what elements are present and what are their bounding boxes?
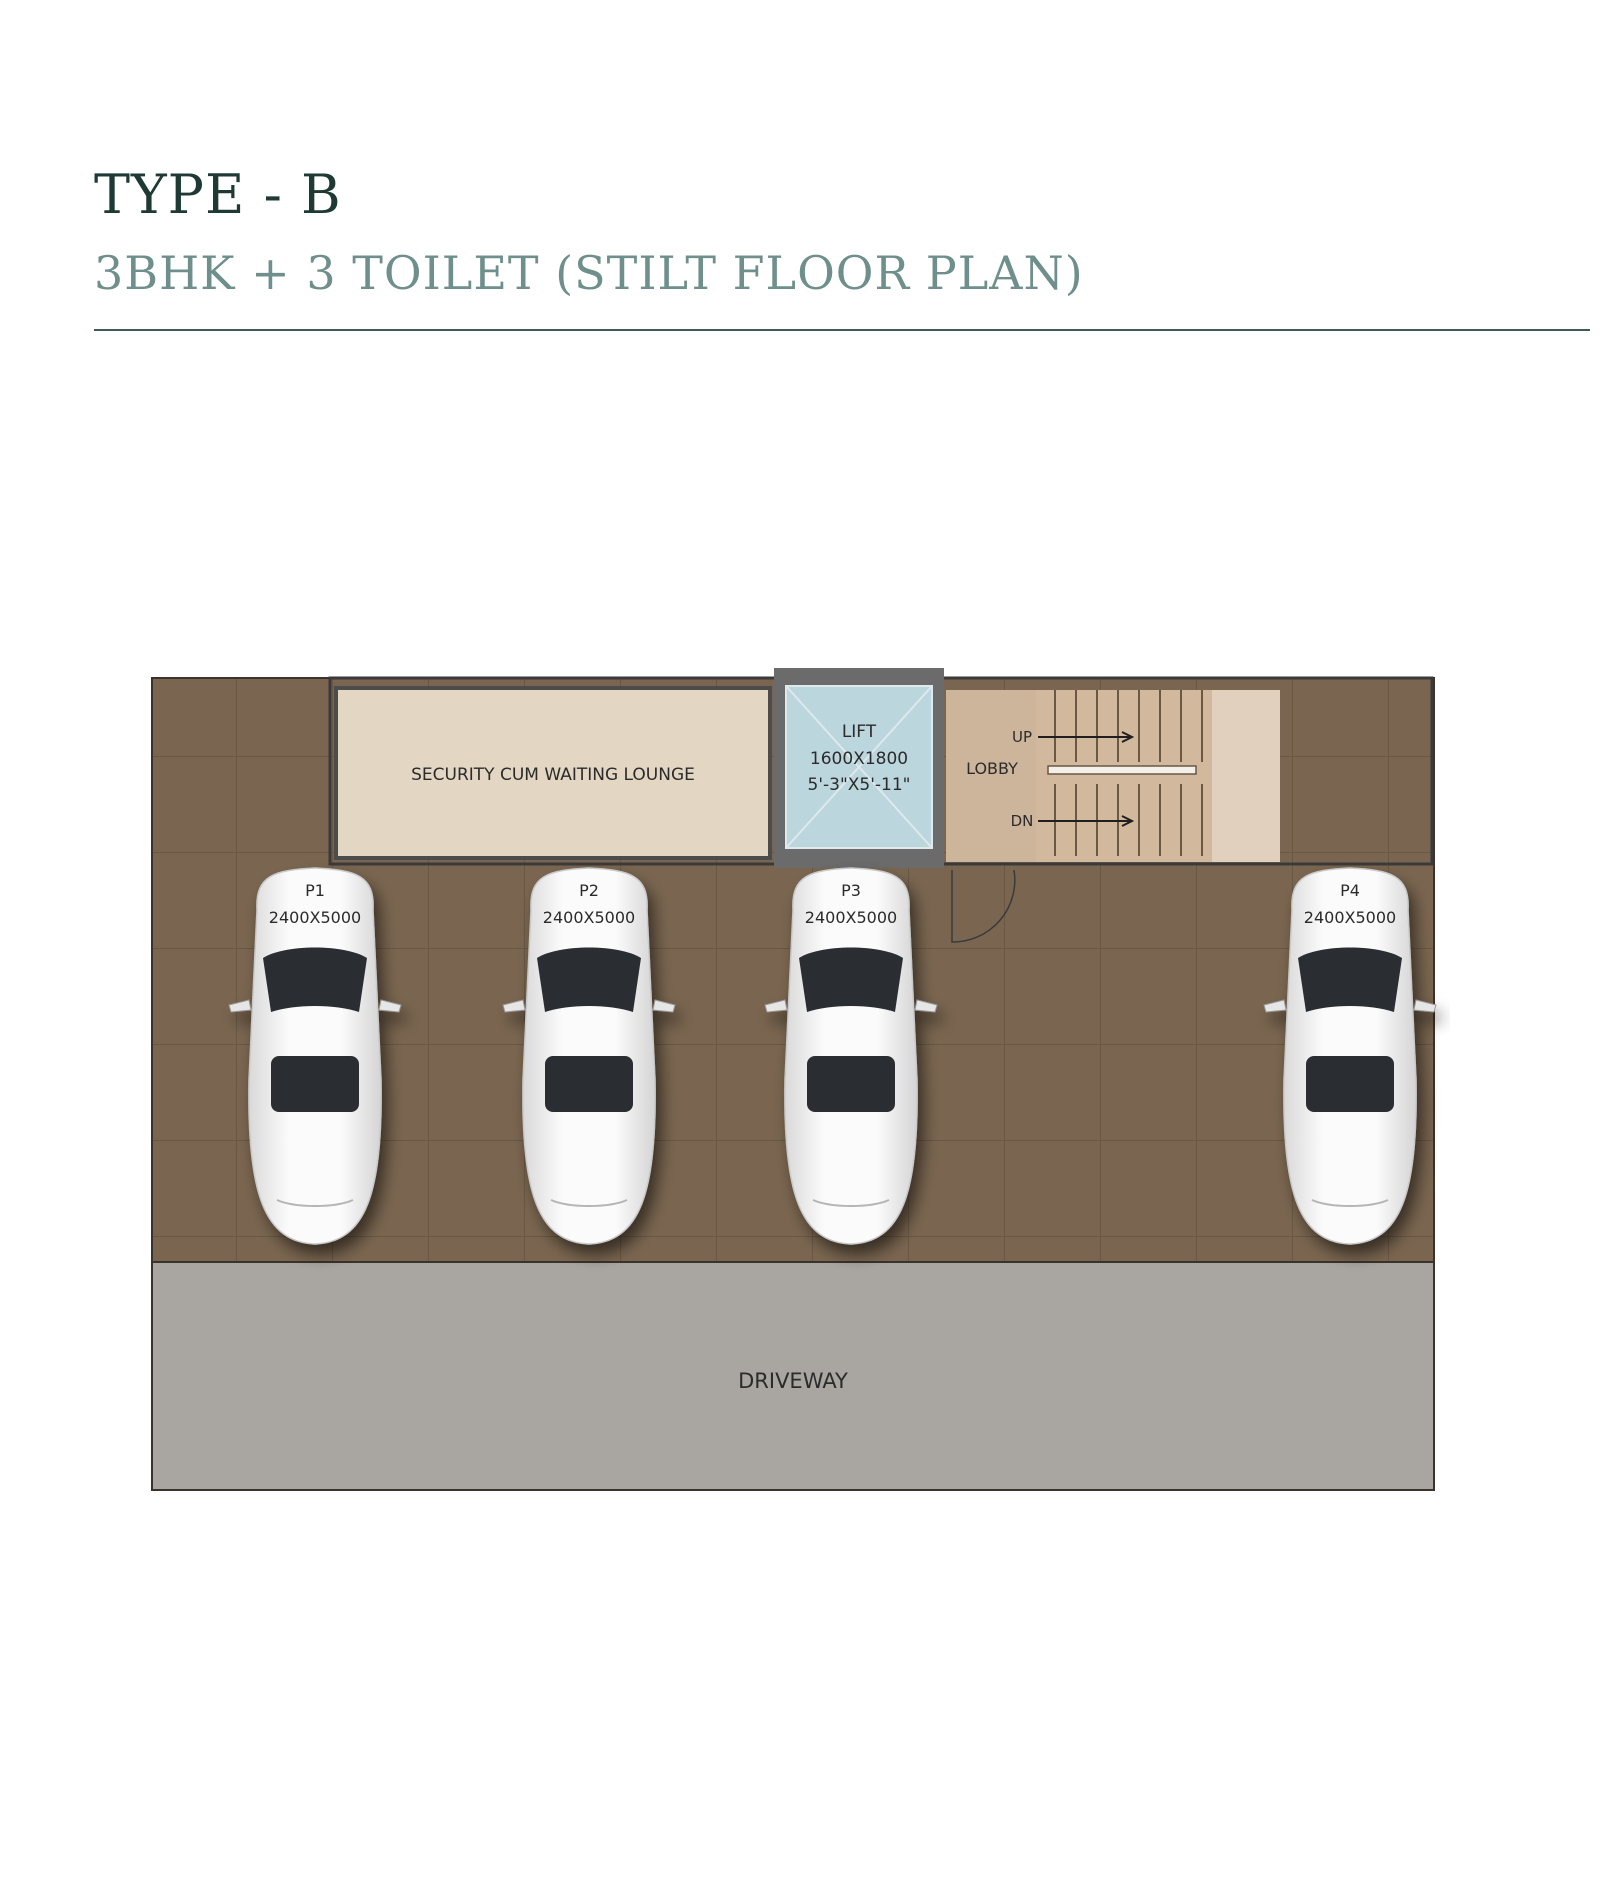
stair-up-arrow [1038, 731, 1135, 743]
stair-down-arrow [1038, 815, 1135, 827]
stair-treads [1054, 690, 1203, 856]
parking-size-label: 2400X5000 [269, 908, 361, 927]
driveway [151, 1261, 1435, 1491]
lift-size-ft: 5'-3"X5'-11" [808, 775, 911, 795]
stair-down-label: DN [1011, 812, 1034, 830]
car-icon [502, 867, 676, 1245]
lift-title: LIFT [842, 722, 877, 742]
car-icon [1263, 867, 1437, 1245]
lift-size-mm: 1600X1800 [810, 749, 908, 769]
stair-up-label: UP [1012, 728, 1032, 746]
parking-size-label: 2400X5000 [543, 908, 635, 927]
driveway-label: DRIVEWAY [738, 1369, 848, 1393]
car-icon [228, 867, 402, 1245]
lobby-door [951, 869, 1016, 943]
parking-bay-p4: P4 2400X5000 [1263, 867, 1437, 1245]
parking-bay-p1: P1 2400X5000 [228, 867, 402, 1245]
parking-size-label: 2400X5000 [805, 908, 897, 927]
page-title: TYPE - B [94, 163, 342, 226]
lobby-room [946, 690, 1036, 862]
lounge-label: SECURITY CUM WAITING LOUNGE [411, 765, 695, 785]
parking-id-label: P2 [579, 881, 599, 900]
lobby-label: LOBBY [966, 759, 1018, 778]
parking-bay-p3: P3 2400X5000 [764, 867, 938, 1245]
car-icon [764, 867, 938, 1245]
stilt-floor-plan: SECURITY CUM WAITING LOUNGE LIFT 1600X18… [151, 668, 1437, 1491]
parking-size-label: 2400X5000 [1304, 908, 1396, 927]
lift-cross [785, 685, 933, 849]
parking-id-label: P3 [841, 881, 861, 900]
stair-handrail [1047, 765, 1197, 775]
parking-bay-p2: P2 2400X5000 [502, 867, 676, 1245]
parking-id-label: P4 [1340, 881, 1360, 900]
staircase-landing [1212, 690, 1280, 862]
lounge-room [334, 686, 772, 860]
parking-id-label: P1 [305, 881, 325, 900]
page-subtitle: 3BHK + 3 TOILET (STILT FLOOR PLAN) [94, 246, 1084, 300]
title-divider [94, 329, 1590, 331]
